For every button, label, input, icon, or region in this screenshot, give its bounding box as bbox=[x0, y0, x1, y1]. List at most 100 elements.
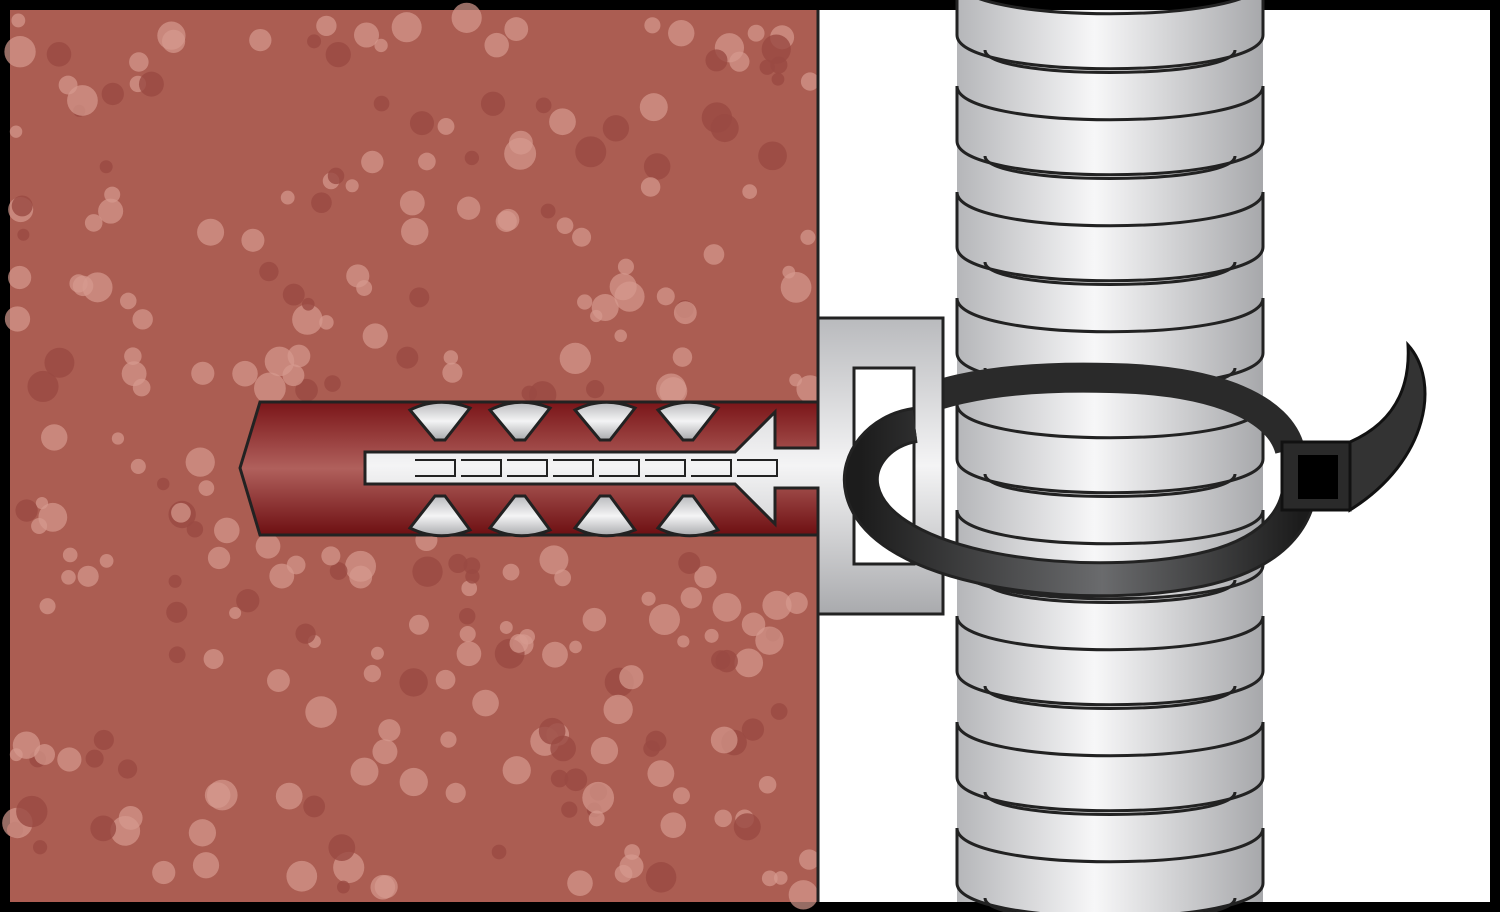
speckle bbox=[328, 834, 356, 862]
speckle bbox=[672, 347, 693, 367]
speckle bbox=[130, 458, 146, 474]
barb-top bbox=[572, 400, 638, 442]
speckle bbox=[207, 546, 231, 570]
speckle bbox=[567, 870, 593, 896]
speckle bbox=[46, 41, 72, 67]
speckle bbox=[327, 167, 345, 185]
speckle bbox=[192, 852, 220, 879]
anchor-barbs bbox=[407, 400, 721, 538]
conduit-groove bbox=[983, 49, 1237, 74]
speckle bbox=[15, 499, 38, 522]
speckle bbox=[236, 589, 260, 613]
speckle bbox=[401, 217, 429, 246]
speckle bbox=[577, 294, 593, 310]
speckle bbox=[241, 228, 265, 252]
speckle bbox=[443, 350, 459, 365]
speckle bbox=[166, 601, 188, 623]
speckle bbox=[34, 744, 56, 765]
cable-tie-tail bbox=[1348, 340, 1427, 513]
conduit-groove bbox=[983, 685, 1237, 710]
speckle bbox=[617, 258, 634, 275]
speckle bbox=[171, 502, 191, 523]
speckle bbox=[373, 95, 390, 112]
speckle bbox=[188, 819, 217, 847]
speckle bbox=[771, 72, 785, 86]
speckle bbox=[229, 607, 242, 620]
speckle bbox=[399, 190, 425, 216]
speckle bbox=[773, 871, 788, 885]
speckle bbox=[280, 190, 295, 205]
anchor-notch bbox=[737, 459, 778, 477]
anchor-notch bbox=[599, 459, 640, 477]
speckle bbox=[758, 141, 787, 171]
speckle bbox=[614, 329, 627, 343]
speckle bbox=[602, 115, 630, 142]
speckle bbox=[41, 424, 68, 451]
speckle bbox=[31, 518, 48, 535]
barb-bottom bbox=[407, 494, 473, 538]
speckle bbox=[660, 812, 687, 838]
speckle bbox=[62, 547, 78, 563]
speckle bbox=[459, 625, 476, 643]
speckle bbox=[409, 287, 430, 308]
speckle bbox=[409, 111, 435, 136]
anchor-notch bbox=[415, 459, 456, 477]
speckle bbox=[712, 592, 742, 622]
speckle bbox=[90, 815, 117, 842]
speckle bbox=[12, 731, 41, 759]
speckle bbox=[157, 21, 186, 50]
speckle bbox=[761, 34, 791, 64]
speckle bbox=[590, 736, 619, 765]
speckle bbox=[324, 375, 341, 392]
speckle bbox=[282, 364, 305, 387]
barb-bottom bbox=[655, 494, 721, 538]
speckle bbox=[104, 186, 121, 203]
speckle bbox=[504, 137, 537, 170]
speckle bbox=[362, 323, 388, 349]
speckle bbox=[57, 747, 82, 772]
speckle bbox=[259, 261, 279, 282]
speckle bbox=[418, 152, 436, 171]
speckle bbox=[152, 860, 176, 885]
speckle bbox=[456, 641, 482, 667]
speckle bbox=[93, 729, 114, 751]
speckle bbox=[396, 346, 419, 369]
speckle bbox=[550, 735, 576, 762]
speckle bbox=[715, 649, 738, 673]
barb-bottom bbox=[487, 494, 553, 538]
speckle bbox=[647, 760, 675, 788]
speckle bbox=[316, 15, 337, 37]
speckle bbox=[303, 795, 326, 818]
speckle bbox=[540, 203, 556, 219]
speckle bbox=[117, 759, 138, 779]
speckle bbox=[232, 360, 258, 387]
speckle bbox=[499, 621, 513, 634]
speckle bbox=[350, 757, 379, 786]
speckle bbox=[800, 72, 820, 91]
speckle bbox=[39, 598, 56, 615]
speckle bbox=[710, 114, 739, 143]
speckle bbox=[456, 196, 481, 220]
wall-texture-speckles bbox=[2, 2, 824, 910]
speckle bbox=[361, 150, 384, 174]
speckle bbox=[789, 373, 802, 387]
speckle bbox=[484, 32, 509, 58]
speckle bbox=[640, 177, 661, 197]
speckle bbox=[614, 864, 633, 883]
barb-top bbox=[407, 400, 473, 442]
speckle bbox=[157, 477, 170, 491]
speckle bbox=[4, 36, 36, 68]
speckle bbox=[321, 546, 341, 566]
speckle bbox=[798, 849, 820, 870]
speckle bbox=[399, 668, 428, 697]
speckle bbox=[27, 370, 59, 403]
speckle bbox=[704, 628, 719, 643]
speckle bbox=[198, 480, 215, 496]
cable-tie bbox=[842, 340, 1427, 598]
speckle bbox=[370, 646, 384, 660]
conduit-groove bbox=[983, 155, 1237, 180]
speckle bbox=[733, 813, 761, 841]
speckle bbox=[101, 82, 124, 106]
speckle bbox=[345, 550, 377, 582]
speckle bbox=[497, 208, 520, 231]
